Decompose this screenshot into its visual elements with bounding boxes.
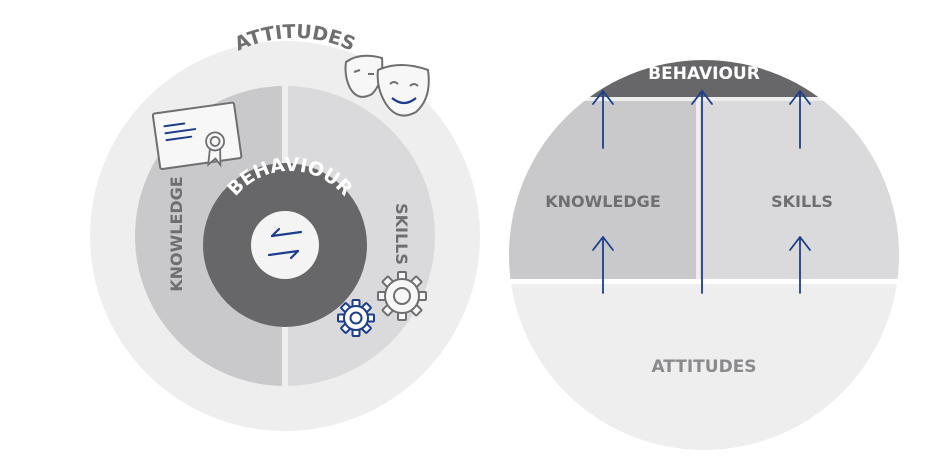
right-diagram: BEHAVIOUR KNOWLEDGE SKILLS ATTITUDES (509, 60, 899, 450)
up-arrow-icon (789, 90, 811, 149)
behaviour-label-right: BEHAVIOUR (648, 64, 760, 84)
knowledge-label-right: KNOWLEDGE (545, 192, 661, 211)
attitudes-label-right: ATTITUDES (651, 357, 756, 377)
up-arrow-icon (789, 236, 811, 294)
skills-block (700, 101, 899, 279)
up-arrow-icon (592, 90, 614, 149)
center-disc (251, 211, 319, 279)
gears-icon (337, 271, 427, 337)
exchange-arrows-icon (267, 227, 303, 260)
knowledge-block (509, 101, 696, 279)
skills-label-left: SKILLS (392, 203, 411, 265)
band-divider (509, 279, 899, 284)
theatre-masks-icon (344, 54, 430, 117)
left-diagram: ATTITUDES BEHAVIOUR KNOWLEDGE SKILLS (90, 21, 480, 431)
knowledge-label-left: KNOWLEDGE (167, 176, 186, 292)
up-arrow-icon (592, 236, 614, 294)
skills-label-right: SKILLS (771, 192, 833, 211)
certificate-icon (151, 101, 243, 171)
up-arrow-icon (691, 90, 713, 294)
